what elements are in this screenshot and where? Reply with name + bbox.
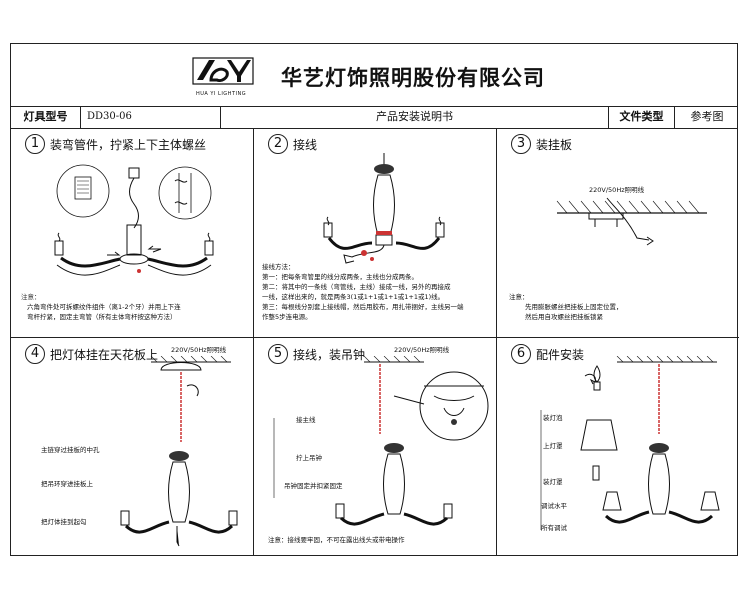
step-panel-6: 6 配件安装 装灯泡 上灯罩 装灯罩 调试 [497,338,739,555]
step-number-5: 5 [268,344,288,364]
instruction-sheet: HUA YI LIGHTING 华艺灯饰照明股份有限公司 灯具型号 DD30-0… [10,43,739,556]
step-4-illustration [120,356,238,547]
step-panel-2: 2 接线 接线方法： 第一：把每条弯管里的线分成两条，主线也分成两条。 第二：将… [254,128,497,338]
step-title-6: 6 配件安装 [511,344,584,364]
model-value: DD30-06 [81,106,221,128]
company-name: 华艺灯饰照明股份有限公司 [281,66,545,90]
step-number-3: 3 [511,134,531,154]
step-5-callout-3: 吊钟固定并扣紧固定 [284,482,343,490]
step-6-callout-5: 所有调试 [541,524,567,532]
step-3-power-label: 220V/50Hz照明线 [589,186,645,194]
info-row: 灯具型号 DD30-06 产品安装说明书 文件类型 参考图 [11,106,737,129]
step-title-2: 2 接线 [268,134,317,154]
step-2-note-line-4: 第三：每根线分别套上接线帽，然后用胶布，用扎带捆好，主线另一端 [262,303,464,311]
step-4-callout-2: 把吊环穿进挂板上 [41,480,93,488]
file-type-value: 参考图 [690,110,724,123]
step-5-callout-1: 接主线 [296,416,316,424]
step-4-power-label: 220V/50Hz照明线 [171,346,227,354]
step-2-note-line-3: 一线，这样出来的，就是两条3(1或1+1或1+1或1+1或1)线。 [262,293,445,301]
step-6-callout-3: 装灯罩 [543,478,563,486]
step-3-note-heading: 注意： [509,293,529,301]
step-2-note-heading: 接线方法： [262,263,295,271]
step-panel-4: 4 把灯体挂在天花板上 220V/50Hz照明线 主链穿过挂板的中孔 把吊环穿进… [11,338,254,555]
step-6-callout-2: 上灯罩 [543,442,563,450]
step-panel-5: 5 接线，装吊钟 220V/50Hz照明线 接主线 拧 [254,338,497,555]
step-5-callout-2: 拧上吊钟 [296,454,322,462]
doc-title: 产品安装说明书 [221,106,609,128]
step-3-note-line-1: 先用膨胀螺丝把挂板上固定位置， [525,303,623,311]
step-title-3: 3 装挂板 [511,134,572,154]
step-1-illustration [54,164,214,276]
step-number-6: 6 [511,344,531,364]
step-3-note-line-2: 然后用自攻螺丝把挂板锁紧 [525,313,603,321]
step-1-note-line-2: 弯杆拧紧，固定主弯管（所有主体弯杆按这种方法） [27,313,177,321]
step-number-2: 2 [268,134,288,154]
file-type-label: 文件类型 [609,106,675,128]
step-2-illustration [323,153,445,264]
step-panel-1: 1 装弯管件，拧紧上下主体螺丝 [11,128,254,338]
step-4-callout-1: 主链穿过挂板的中孔 [41,446,100,454]
step-number-1: 1 [25,134,45,154]
model-label: 灯具型号 [11,106,81,128]
step-2-note-line-5: 作整5步连电源。 [262,313,312,321]
step-1-note-heading: 注意： [21,293,41,301]
sheet-header: HUA YI LIGHTING 华艺灯饰照明股份有限公司 [11,44,737,107]
step-5-footnote: 注意：接线要牢固，不可在露出线头或带电操作 [268,536,405,544]
step-number-4: 4 [25,344,45,364]
step-4-callout-3: 把灯体挂到起勾 [41,518,87,526]
step-2-note-line-1: 第一：把每条弯管里的线分成两条，主线也分成两条。 [262,273,418,281]
brand-name: HUA YI LIGHTING [196,91,247,97]
step-title-4: 4 把灯体挂在天花板上 [25,344,158,364]
steps-grid: 1 装弯管件，拧紧上下主体螺丝 [11,128,739,555]
step-panel-3: 3 装挂板 220V/50Hz照明线 注意： 先用膨胀螺丝把挂板上固定位置， 然… [497,128,739,338]
step-2-note-line-2: 第二：将其中的一条线（弯管线，主线）接成一线，另外的再接成 [262,283,451,291]
step-6-callout-1: 装灯泡 [543,414,563,422]
step-5-illustration [273,356,489,526]
step-title-5: 5 接线，装吊钟 [268,344,365,364]
step-6-illustration [540,356,720,530]
step-1-note-line-1: 六角弯件处可拆螺纹件组件（离1-2个牙）并用上下连 [27,303,181,311]
step-3-illustration [556,197,707,246]
step-5-power-label: 220V/50Hz照明线 [394,346,450,354]
step-6-callout-4: 调试水平 [541,502,567,510]
company-logo [192,57,254,85]
step-title-1: 1 装弯管件，拧紧上下主体螺丝 [25,134,206,154]
